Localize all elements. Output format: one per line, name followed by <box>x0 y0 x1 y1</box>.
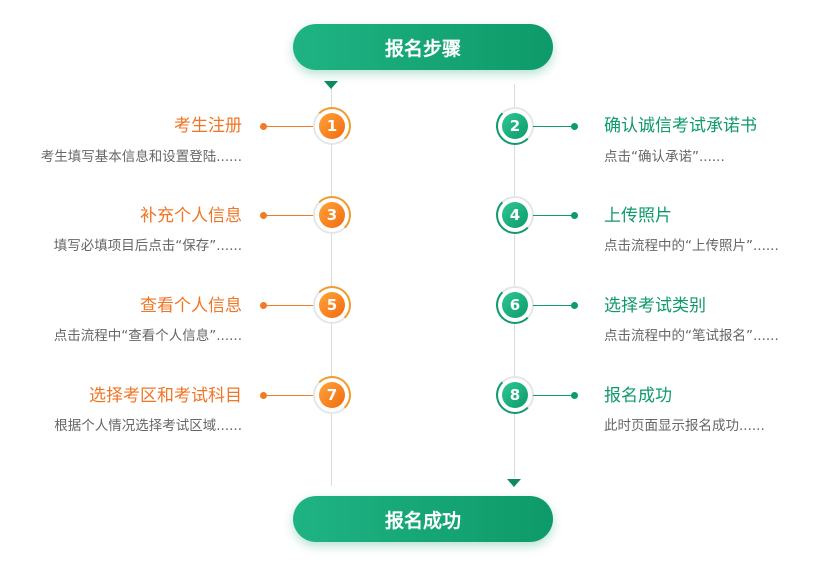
step-number: 5 <box>319 292 345 318</box>
down-arrow-icon <box>324 81 338 89</box>
connector-dot <box>571 302 578 309</box>
step-8-title[interactable]: 报名成功 <box>604 386 672 406</box>
step-5-badge: 5 <box>313 286 351 324</box>
step-number: 6 <box>502 292 528 318</box>
step-1-title[interactable]: 考生注册 <box>174 116 242 136</box>
step-4-desc: 点击流程中的“上传照片”...... <box>604 238 779 254</box>
connector-dot <box>571 123 578 130</box>
steps-footer-pill: 报名成功 <box>293 496 553 542</box>
step-1-desc: 考生填写基本信息和设置登陆...... <box>40 149 242 165</box>
left-timeline <box>331 84 332 486</box>
connector-line <box>533 126 573 127</box>
connector-line <box>533 305 573 306</box>
step-2-title[interactable]: 确认诚信考试承诺书 <box>604 116 757 136</box>
step-number: 2 <box>502 113 528 139</box>
connector-line <box>533 395 573 396</box>
down-arrow-icon <box>507 479 521 487</box>
step-1-badge: 1 <box>313 107 351 145</box>
step-6-badge: 6 <box>496 286 534 324</box>
step-number: 4 <box>502 202 528 228</box>
connector-line <box>264 215 314 216</box>
step-4-badge: 4 <box>496 196 534 234</box>
step-8-badge: 8 <box>496 376 534 414</box>
step-5-title[interactable]: 查看个人信息 <box>140 296 242 316</box>
connector-line <box>533 215 573 216</box>
connector-line <box>264 395 314 396</box>
step-7-badge: 7 <box>313 376 351 414</box>
connector-dot <box>260 302 267 309</box>
connector-dot <box>571 392 578 399</box>
step-number: 8 <box>502 382 528 408</box>
step-number: 3 <box>319 202 345 228</box>
step-number: 1 <box>319 113 345 139</box>
step-3-desc: 填写必填项目后点击“保存”...... <box>53 238 242 254</box>
connector-dot <box>260 392 267 399</box>
step-3-title[interactable]: 补充个人信息 <box>140 206 242 226</box>
step-6-title[interactable]: 选择考试类别 <box>604 296 706 316</box>
step-number: 7 <box>319 382 345 408</box>
step-8-desc: 此时页面显示报名成功...... <box>604 418 765 434</box>
connector-line <box>264 305 314 306</box>
step-5-desc: 点击流程中“查看个人信息”...... <box>53 328 242 344</box>
step-2-badge: 2 <box>496 107 534 145</box>
step-6-desc: 点击流程中的“笔试报名”...... <box>604 328 779 344</box>
connector-dot <box>260 212 267 219</box>
step-2-desc: 点击“确认承诺”...... <box>604 149 725 165</box>
steps-header-pill: 报名步骤 <box>293 24 553 70</box>
steps-header-title: 报名步骤 <box>384 37 461 60</box>
step-7-title[interactable]: 选择考区和考试科目 <box>89 386 242 406</box>
step-4-title[interactable]: 上传照片 <box>604 206 672 226</box>
step-3-badge: 3 <box>313 196 351 234</box>
steps-footer-title: 报名成功 <box>384 509 461 532</box>
connector-line <box>264 126 314 127</box>
connector-dot <box>260 123 267 130</box>
connector-dot <box>571 212 578 219</box>
right-timeline <box>514 84 515 478</box>
step-7-desc: 根据个人情况选择考试区域...... <box>54 418 242 434</box>
